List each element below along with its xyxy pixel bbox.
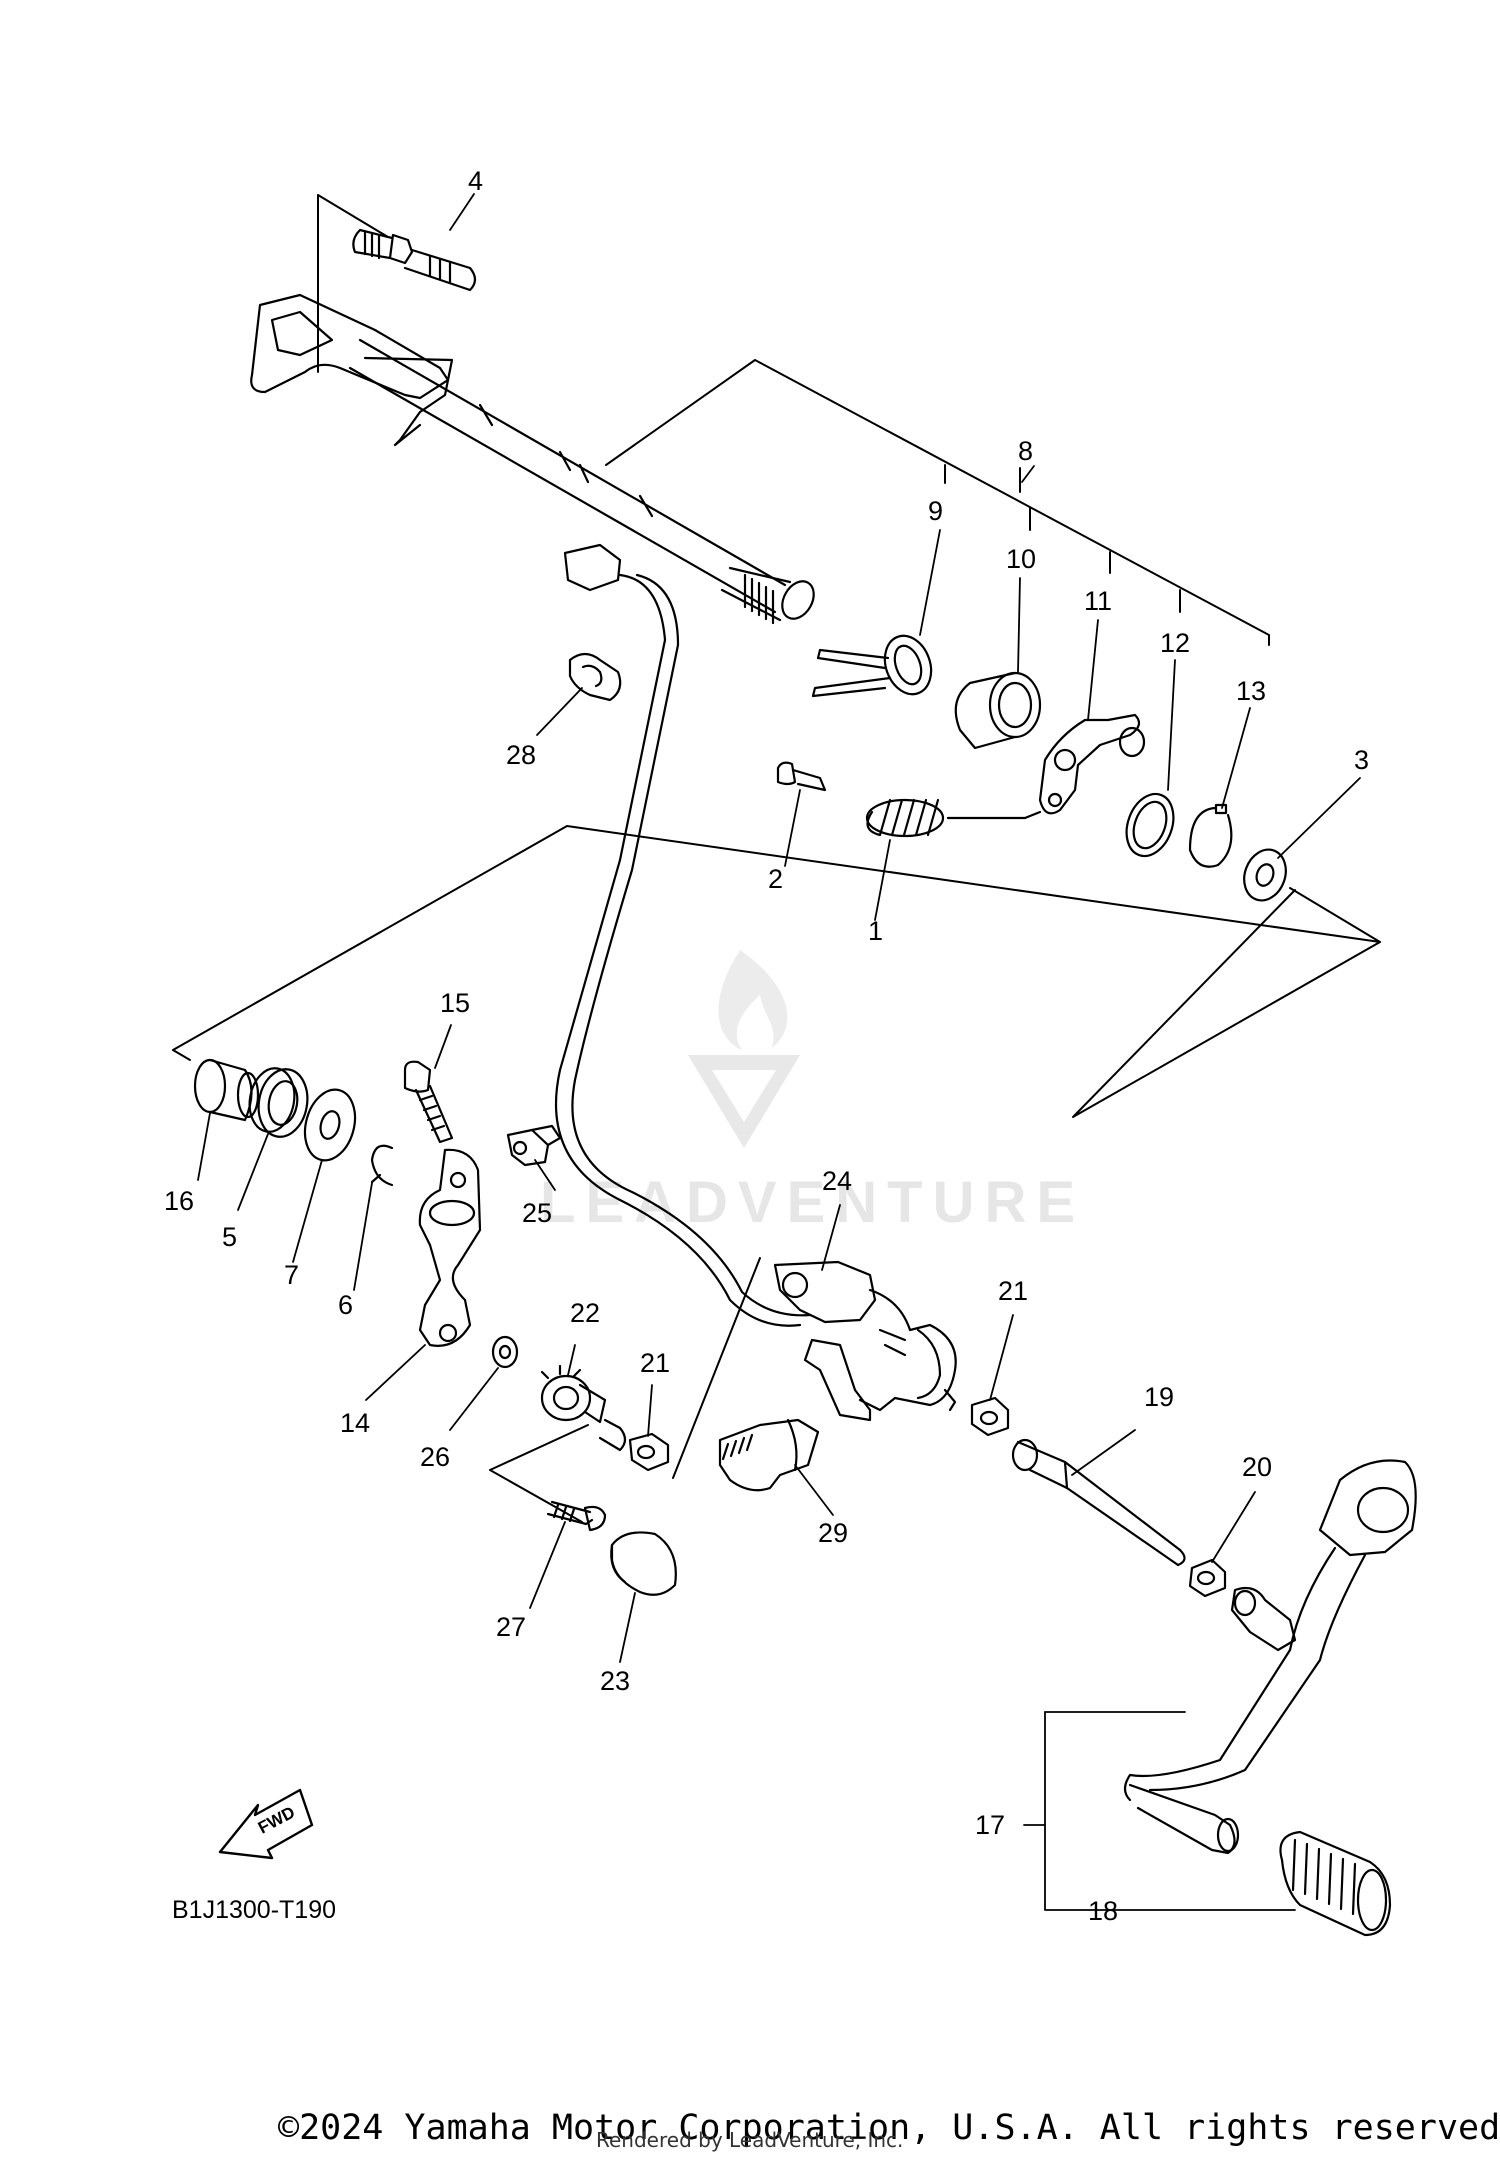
leader-lines bbox=[197, 193, 1361, 1911]
diagram-code: B1J1300-T190 bbox=[172, 1896, 336, 1924]
copyright-notice: ©2024 Yamaha Motor Corporation, U.S.A. A… bbox=[278, 2108, 1500, 2148]
callout-16: 16 bbox=[164, 1186, 194, 1216]
washer-3 bbox=[1243, 848, 1287, 902]
nut-21-right bbox=[970, 1396, 1010, 1437]
callout-labels: 1 2 3 4 5 6 7 8 9 10 11 12 13 14 15 16 1… bbox=[164, 166, 1369, 1926]
return-spring bbox=[865, 798, 1042, 838]
bolt-15 bbox=[403, 1060, 454, 1144]
callout-20: 20 bbox=[1242, 1452, 1272, 1482]
shift-pedal bbox=[1123, 1459, 1417, 1855]
callout-29: 29 bbox=[818, 1518, 848, 1548]
clip-25 bbox=[506, 1124, 562, 1167]
stud-bolt bbox=[352, 228, 477, 292]
washer-12 bbox=[1125, 792, 1175, 858]
pedal-rubber bbox=[1279, 1830, 1392, 1937]
bolt-27 bbox=[546, 1500, 607, 1532]
callout-3: 3 bbox=[1354, 745, 1369, 775]
callout-28: 28 bbox=[506, 740, 536, 770]
render-credit: Rendered by LeadVenture, Inc. bbox=[596, 2128, 904, 2152]
upper-assembly-frame bbox=[317, 194, 1270, 646]
pivot-bolt bbox=[776, 761, 827, 792]
callout-25: 25 bbox=[522, 1198, 552, 1228]
callout-10: 10 bbox=[1006, 544, 1036, 574]
callout-11: 11 bbox=[1084, 586, 1112, 616]
callout-21-left: 21 bbox=[640, 1348, 670, 1378]
torsion-spring bbox=[811, 634, 933, 698]
callout-8: 8 bbox=[1018, 436, 1033, 466]
callout-27: 27 bbox=[496, 1612, 526, 1642]
callout-2: 2 bbox=[768, 864, 783, 894]
washer-26 bbox=[491, 1335, 519, 1369]
circlip-6 bbox=[370, 1144, 394, 1187]
ball-joint-22 bbox=[540, 1364, 627, 1452]
callout-13: 13 bbox=[1236, 676, 1266, 706]
cable-clamp bbox=[568, 652, 622, 702]
bearing-16 bbox=[193, 1058, 260, 1122]
nut-21-left bbox=[628, 1432, 670, 1472]
callout-15: 15 bbox=[440, 988, 470, 1018]
callout-4: 4 bbox=[468, 166, 483, 196]
callout-17: 17 bbox=[975, 1810, 1005, 1840]
callout-22: 22 bbox=[570, 1298, 600, 1328]
stopper-lever bbox=[1038, 713, 1146, 815]
fwd-label: FWD bbox=[255, 1803, 298, 1838]
circlip-13 bbox=[1188, 803, 1233, 868]
callout-26: 26 bbox=[420, 1442, 450, 1472]
callout-6: 6 bbox=[338, 1290, 353, 1320]
shift-sensor bbox=[773, 1260, 957, 1422]
callout-19: 19 bbox=[1144, 1382, 1174, 1412]
cap-23 bbox=[610, 1531, 677, 1596]
shift-rod bbox=[1011, 1438, 1186, 1567]
callout-23: 23 bbox=[600, 1666, 630, 1696]
callout-5: 5 bbox=[222, 1222, 237, 1252]
callout-1: 1 bbox=[868, 916, 883, 946]
fwd-arrow-icon: FWD bbox=[218, 1788, 314, 1860]
nut-20 bbox=[1188, 1558, 1227, 1598]
callout-21-right: 21 bbox=[998, 1276, 1028, 1306]
callout-24: 24 bbox=[822, 1166, 852, 1196]
callout-9: 9 bbox=[928, 496, 943, 526]
watermark-text: LEADVENTURE bbox=[540, 1170, 1085, 1235]
sensor-cover bbox=[718, 1418, 820, 1492]
callout-7: 7 bbox=[284, 1260, 299, 1290]
callout-14: 14 bbox=[340, 1408, 370, 1438]
watermark-logo: LEADVENTURE bbox=[540, 950, 1085, 1235]
callout-18: 18 bbox=[1088, 1896, 1118, 1926]
oil-seal-5 bbox=[248, 1067, 309, 1138]
collar bbox=[954, 671, 1042, 750]
shift-arm bbox=[418, 1148, 482, 1347]
callout-12: 12 bbox=[1160, 628, 1190, 658]
sensor-cable bbox=[554, 543, 812, 1327]
washer-7 bbox=[303, 1088, 357, 1162]
shift-shaft bbox=[250, 293, 815, 625]
